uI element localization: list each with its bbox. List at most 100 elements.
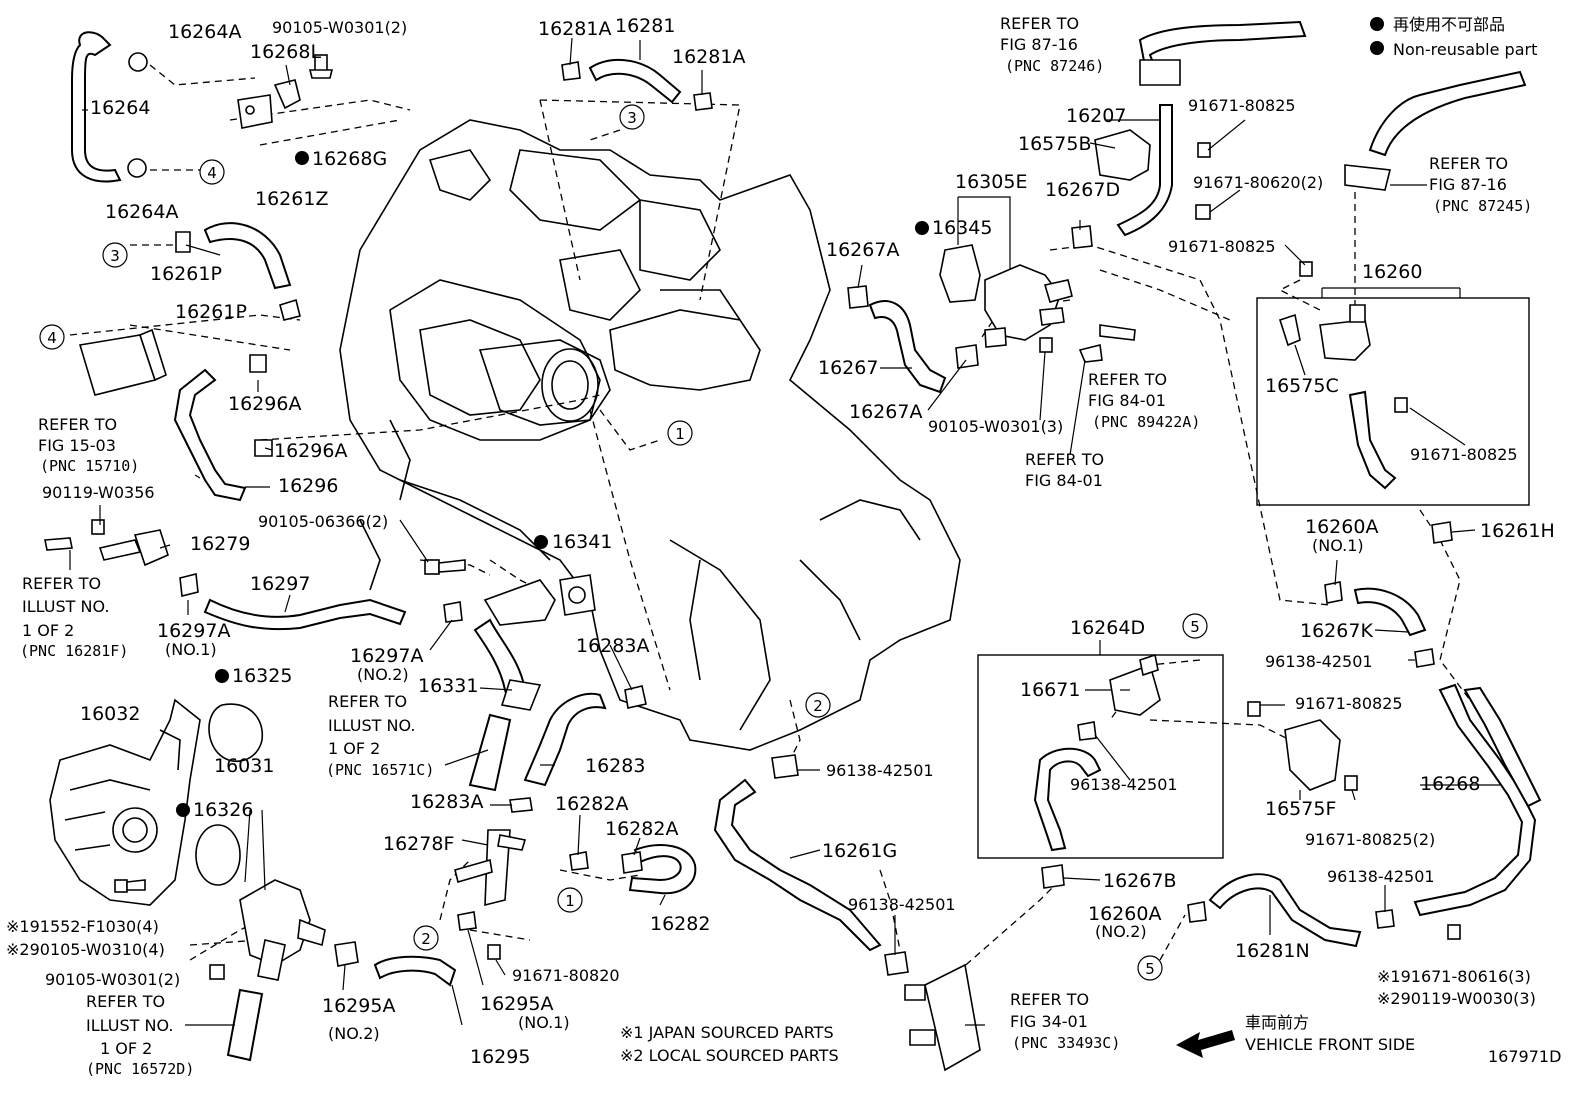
clamp-16296A-b: [254, 439, 273, 457]
label-no1-a: (NO.1): [165, 640, 217, 659]
callout-circles: 4 3 4 3 1 2 1 2 5 5: [39, 104, 1208, 981]
legend-en: Non-reusable part: [1393, 40, 1537, 59]
label-290119: ※290119-W0030(3): [1377, 989, 1536, 1008]
hose-87245: [1368, 70, 1527, 157]
label-96138-42501-a: 96138-42501: [826, 761, 934, 780]
bolt-91671-80825-d: [1247, 701, 1261, 717]
svg-text:5: 5: [1190, 618, 1200, 636]
bolt-91671-80825-2: [1344, 775, 1358, 791]
label-16260: 16260: [1362, 261, 1422, 283]
hose-16261G: [713, 778, 882, 952]
svg-text:REFER TO: REFER TO: [22, 574, 101, 593]
legend-jp: 再使用不可部品: [1393, 15, 1505, 34]
leaders: [69, 37, 1500, 1026]
svg-text:(PNC 87246): (PNC 87246): [1005, 57, 1104, 75]
label-no1-b: (NO.1): [518, 1013, 570, 1032]
label-16281A-a: 16281A: [538, 18, 611, 40]
connector-87246: [1139, 59, 1181, 86]
clamp-16283A-a: [624, 685, 647, 709]
label-16341: 16341: [552, 531, 612, 553]
svg-text:(PNC 33493C): (PNC 33493C): [1012, 1034, 1120, 1052]
ref-illust-16281F: REFER TO ILLUST NO. 1 OF 2 (PNC 16281F): [20, 574, 128, 660]
label-16671: 16671: [1020, 679, 1080, 701]
bolt-91671-80825-b: [1299, 261, 1313, 277]
bolt-90105-06366: [424, 559, 466, 575]
label-91671-80820: 91671-80820: [512, 966, 620, 985]
hose-16281: [588, 58, 682, 104]
non-reusable-dots: [176, 151, 929, 817]
label-91671-80825-d: 91671-80825: [1295, 694, 1403, 713]
clamp-16264A-a: [128, 52, 148, 72]
callout-1-b: 1: [557, 887, 583, 913]
svg-text:2: 2: [421, 930, 431, 948]
vehicle-front-indicator: 車両前方 VEHICLE FRONT SIDE: [1176, 1013, 1415, 1058]
svg-text:3: 3: [627, 109, 637, 127]
svg-text:ILLUST NO.: ILLUST NO.: [328, 716, 415, 735]
hose-16283: [523, 692, 607, 787]
label-no2-b: (NO.2): [328, 1024, 380, 1043]
box-16264D: [977, 654, 1224, 859]
svg-text:REFER TO: REFER TO: [38, 415, 117, 434]
svg-text:ILLUST NO.: ILLUST NO.: [86, 1016, 173, 1035]
svg-text:(PNC 16571C): (PNC 16571C): [326, 761, 434, 779]
gasket-16341: [559, 574, 596, 616]
label-16261G: 16261G: [822, 840, 897, 862]
bolt-191552: [114, 879, 146, 893]
refer-notes: REFER TO FIG 87-16 (PNC 87246) REFER TO …: [20, 14, 1532, 1078]
label-91671-80825-c: 91671-80825: [1410, 445, 1518, 464]
svg-text:3: 3: [110, 247, 120, 265]
pipe-16281F-stub: [44, 537, 73, 551]
hose-16267K: [1353, 587, 1427, 637]
label-16279: 16279: [190, 533, 250, 555]
svg-text:REFER TO: REFER TO: [1010, 990, 1089, 1009]
svg-text:FIG 87-16: FIG 87-16: [1000, 35, 1078, 54]
callout-3-b: 3: [619, 104, 645, 130]
label-16267D: 16267D: [1045, 179, 1120, 201]
label-16296: 16296: [278, 475, 338, 497]
figure-id: 167971D: [1488, 1047, 1561, 1066]
pipe-16278F: [454, 829, 527, 907]
ref-fig84-01-a: REFER TO FIG 84-01 (PNC 89422A): [1088, 370, 1200, 431]
hose-16264: [71, 31, 122, 183]
label-16326: 16326: [193, 799, 253, 821]
label-16283A-b: 16283A: [576, 635, 649, 657]
svg-text:FIG 84-01: FIG 84-01: [1025, 471, 1103, 490]
label-16031: 16031: [214, 755, 274, 777]
clamp-96138-e: [1375, 909, 1395, 929]
pipe-16279: [91, 519, 169, 567]
clamp-96138-d: [1077, 721, 1097, 741]
clamp-16267A-a: [847, 285, 869, 309]
callout-1-a: 1: [667, 420, 693, 446]
bracket-16575B: [1094, 129, 1151, 181]
bolt-90105-W0301-bot: [209, 964, 225, 980]
svg-text:REFER TO: REFER TO: [86, 992, 165, 1011]
svg-text:1 OF 2: 1 OF 2: [100, 1039, 152, 1058]
label-90119-W0356: 90119-W0356: [42, 483, 155, 502]
clamp-16267A-b: [955, 344, 979, 369]
clamp-16264A-b: [127, 158, 147, 178]
gasket-16268L: [237, 94, 273, 129]
svg-text:2: 2: [813, 697, 823, 715]
thermostat-housing-16031: [239, 879, 326, 981]
hose-16260-inner: [1348, 390, 1397, 490]
hose-16572D: [226, 988, 264, 1062]
label-16295A-1: 16295A: [480, 993, 553, 1015]
svg-text:5: 5: [1145, 960, 1155, 978]
bolt-91671-80620: [1195, 204, 1211, 220]
hose-16268: [1413, 683, 1537, 917]
ref-fig34-01: REFER TO FIG 34-01 (PNC 33493C): [1010, 990, 1120, 1052]
bolt-91671-80825-a: [1197, 142, 1211, 158]
clamp-16282A-b: [621, 851, 643, 874]
label-96138-42501-c: 96138-42501: [1265, 652, 1373, 671]
ref-illust-16572D: REFER TO ILLUST NO. 1 OF 2 (PNC 16572D): [86, 992, 194, 1078]
clamp-96138-a: [771, 754, 799, 779]
label-no2-a: (NO.2): [357, 665, 409, 684]
label-16261Z: 16261Z: [255, 188, 328, 210]
label-16264: 16264: [90, 97, 150, 119]
label-16267A-a: 16267A: [826, 239, 899, 261]
label-16264D: 16264D: [1070, 617, 1145, 639]
clamp-16261P-b: [279, 298, 301, 321]
callout-4-a: 4: [199, 159, 225, 185]
label-16296A-a: 16296A: [228, 393, 301, 415]
label-16282A-b: 16282A: [605, 818, 678, 840]
